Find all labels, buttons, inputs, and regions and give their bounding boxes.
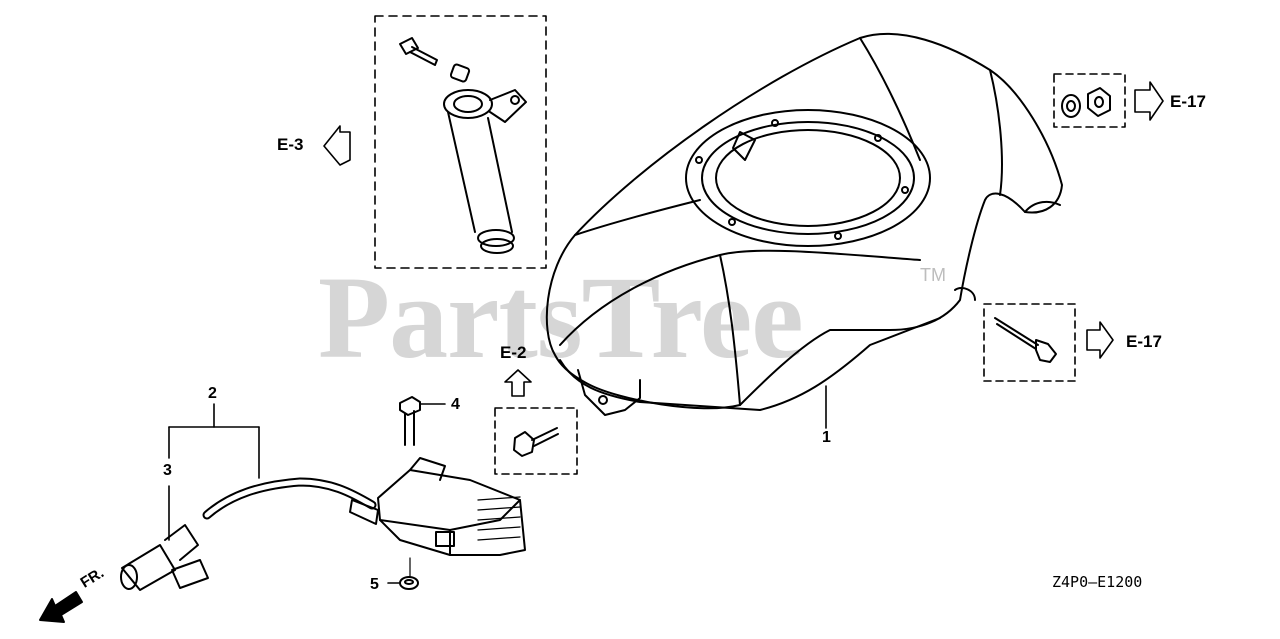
part-number-1: 1 bbox=[822, 429, 831, 446]
nut-collar-drawing bbox=[1061, 87, 1111, 118]
e17-right-arrow bbox=[1086, 321, 1114, 359]
e2-bolt-callout-box bbox=[494, 407, 578, 475]
ref-e17-top-label: E-17 bbox=[1170, 92, 1206, 111]
flange-bolt-lower-drawing bbox=[513, 427, 559, 457]
trademark-symbol: TM bbox=[920, 265, 946, 285]
front-direction-arrow bbox=[39, 591, 83, 623]
ref-e3-label: E-3 bbox=[277, 135, 304, 154]
flange-bolt-callout-box bbox=[983, 303, 1076, 382]
ignition-coil-drawing bbox=[120, 396, 526, 591]
part-number-3: 3 bbox=[163, 462, 172, 479]
part-number-2: 2 bbox=[208, 385, 217, 402]
part-number-4: 4 bbox=[451, 396, 460, 413]
flange-bolt-right-drawing bbox=[994, 317, 1057, 363]
part-number-5: 5 bbox=[370, 576, 379, 593]
starter-pipe-callout-box bbox=[374, 15, 547, 269]
fan-shroud-drawing bbox=[545, 33, 1063, 416]
starter-pipe-drawing bbox=[399, 37, 527, 254]
ref-e2-label: E-2 bbox=[500, 343, 527, 362]
ref-e17-right-label: E-17 bbox=[1126, 332, 1162, 351]
nuts-callout-box bbox=[1053, 73, 1126, 128]
e17-top-arrow bbox=[1134, 81, 1164, 121]
e3-arrow bbox=[323, 125, 351, 166]
diagram-code: Z4P0—E1200 bbox=[1052, 573, 1143, 591]
e2-arrow bbox=[504, 369, 532, 397]
